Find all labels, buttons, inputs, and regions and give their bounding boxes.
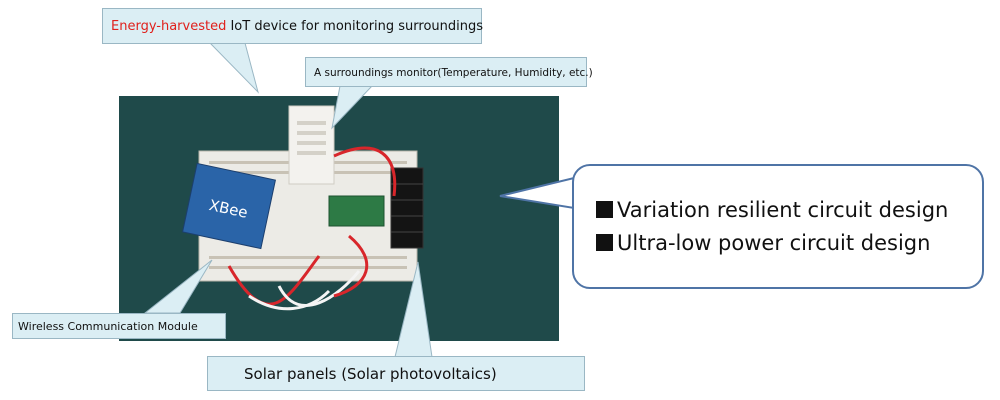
features-callout: Variation resilient circuit design Ultra… <box>572 164 984 289</box>
sensor-callout: A surroundings monitor(Temperature, Humi… <box>305 57 593 87</box>
title-highlight: Energy-harvested <box>111 19 227 34</box>
device-photo: XBee <box>119 96 559 341</box>
device-title-callout: Energy-harvested IoT device for monitori… <box>102 8 484 44</box>
feature-text: Ultra-low power circuit design <box>617 231 931 255</box>
title-rest: IoT device for monitoring surroundings <box>226 19 484 34</box>
square-bullet-icon <box>596 234 613 251</box>
feature-item-low-power: Ultra-low power circuit design <box>596 227 982 260</box>
square-bullet-icon <box>596 201 613 218</box>
solar-panel-callout: Solar panels (Solar photovoltaics) <box>207 356 585 391</box>
feature-text: Variation resilient circuit design <box>617 198 949 222</box>
wireless-module-callout: Wireless Communication Module <box>12 313 226 339</box>
feature-item-variation: Variation resilient circuit design <box>596 194 982 227</box>
